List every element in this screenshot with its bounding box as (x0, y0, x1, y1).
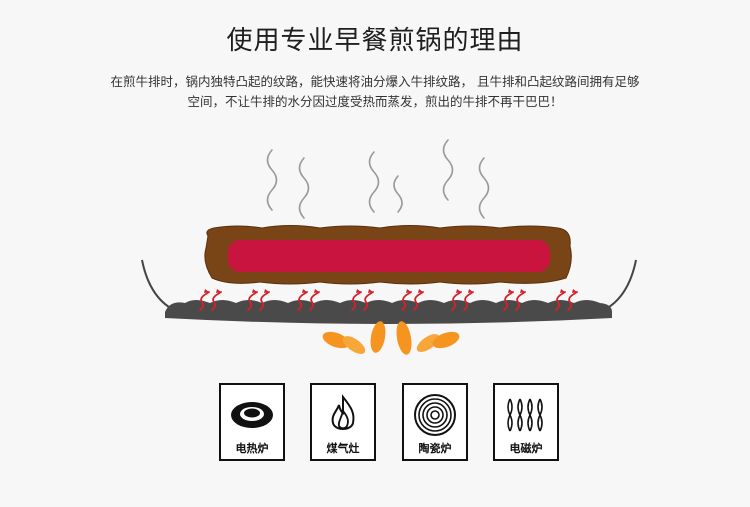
frying-pan-illustration (0, 0, 750, 380)
stove-option-ceramic: 陶瓷炉 (402, 383, 468, 461)
induction-coil-icon (504, 393, 548, 437)
stove-label: 陶瓷炉 (404, 440, 466, 456)
stove-option-gas: 煤气灶 (310, 383, 376, 461)
stove-label: 电热炉 (221, 440, 283, 456)
ceramic-coil-icon (413, 393, 457, 437)
stove-option-electric: 电热炉 (219, 383, 285, 461)
steam-icon (268, 140, 489, 218)
stove-label: 煤气灶 (312, 440, 374, 456)
steak-icon (205, 226, 571, 285)
stove-option-induction: 电磁炉 (493, 383, 559, 461)
flame-icon (320, 320, 461, 357)
stove-label: 电磁炉 (495, 440, 557, 456)
gas-flame-icon (321, 393, 365, 437)
pan-base (165, 300, 612, 324)
electric-stove-icon (230, 393, 274, 437)
